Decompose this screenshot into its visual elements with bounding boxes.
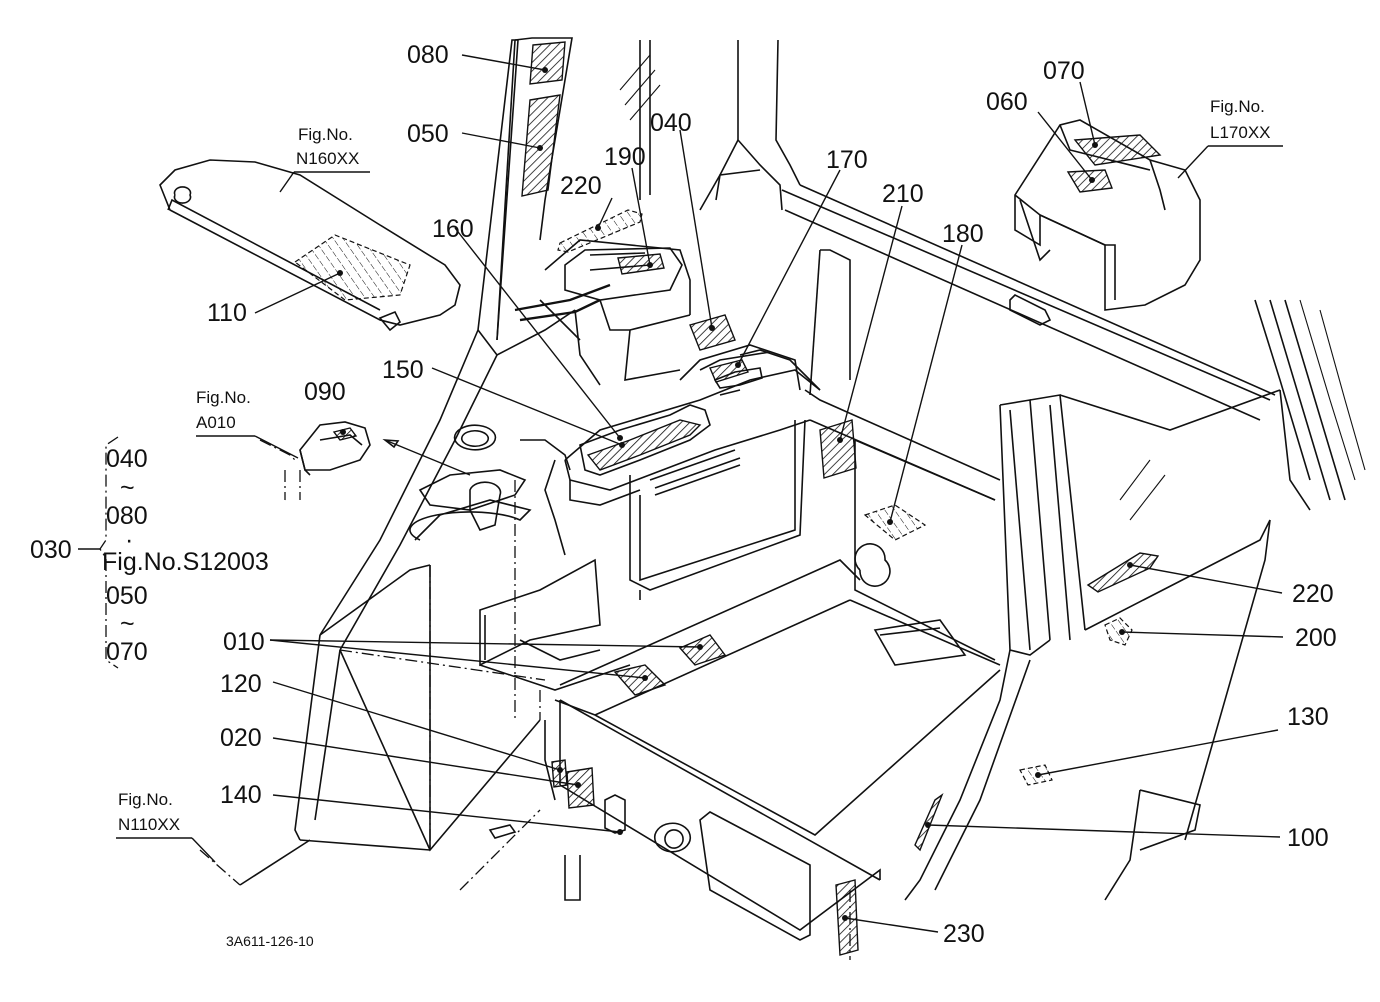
group-030-line-4: · xyxy=(125,526,133,554)
decal-220-top xyxy=(557,209,643,253)
group-030-line-1: 040 xyxy=(106,445,148,473)
fig-ref-caption: Fig.No. xyxy=(1210,97,1265,116)
roof-cover-assembly xyxy=(1014,119,1201,311)
part-label-220: 220 xyxy=(560,172,602,200)
decal-120 xyxy=(551,759,568,788)
part-label-140: 140 xyxy=(220,781,262,809)
part-label-190: 190 xyxy=(604,143,646,171)
part-label-040: 040 xyxy=(650,109,692,137)
cab-line-art xyxy=(199,37,1366,960)
decal-020 xyxy=(566,767,595,809)
decal-190 xyxy=(617,253,665,275)
part-label-160: 160 xyxy=(432,215,474,243)
fig-ref-number: N160XX xyxy=(296,149,359,168)
part-label-090: 090 xyxy=(304,378,346,406)
fig-ref-number: N110XX xyxy=(118,815,180,834)
decal-180 xyxy=(863,504,927,541)
decal-010-b xyxy=(613,664,667,696)
part-label-230: 230 xyxy=(943,920,985,948)
sun-visor-assembly xyxy=(159,159,461,332)
group-030-line-8: 070 xyxy=(106,638,148,666)
decal-200 xyxy=(1104,617,1133,646)
part-label-010: 010 xyxy=(223,628,265,656)
part-label-200: 200 xyxy=(1295,624,1337,652)
fig-ref-caption: Fig.No. xyxy=(118,790,173,809)
fig-ref-number: A010 xyxy=(196,413,236,432)
decal-labels xyxy=(521,41,1162,956)
part-label-080: 080 xyxy=(407,41,449,69)
figure-reference-n160xx: Fig.No. N160XX xyxy=(279,125,370,193)
decal-220-right xyxy=(1086,552,1160,593)
figure-reference-n110xx: Fig.No. N110XX xyxy=(116,790,216,863)
part-label-210: 210 xyxy=(882,180,924,208)
fig-ref-number: L170XX xyxy=(1210,123,1271,142)
decal-070 xyxy=(1073,134,1162,166)
part-label-070: 070 xyxy=(1043,57,1085,85)
part-label-060: 060 xyxy=(986,88,1028,116)
fig-ref-caption: Fig.No. xyxy=(196,388,251,407)
dome-light-assembly xyxy=(299,421,371,476)
part-label-110: 110 xyxy=(207,299,247,327)
part-label-170: 170 xyxy=(826,146,868,174)
drawing-code: 3A611-126-10 xyxy=(226,933,314,949)
group-030-line-5: Fig.No.S12003 xyxy=(102,548,269,576)
part-label-120: 120 xyxy=(220,670,262,698)
part-label-050: 050 xyxy=(407,120,449,148)
part-label-180: 180 xyxy=(942,220,984,248)
group-030-line-3: 080 xyxy=(106,502,148,530)
decal-010-a xyxy=(678,634,727,666)
decal-040 xyxy=(689,314,736,351)
decal-080 xyxy=(529,41,566,85)
part-label-150: 150 xyxy=(382,356,424,384)
figure-reference-l170xx: Fig.No. L170XX xyxy=(1177,97,1283,179)
group-030-label: 030 xyxy=(30,536,72,564)
part-label-220-right: 220 xyxy=(1292,580,1334,608)
leader-lines xyxy=(78,54,1284,933)
part-label-020: 020 xyxy=(220,724,262,752)
group-030-line-7: ~ xyxy=(120,610,135,638)
group-030-line-6: 050 xyxy=(106,582,148,610)
fig-ref-caption: Fig.No. xyxy=(298,125,353,144)
part-label-130: 130 xyxy=(1287,703,1329,731)
part-number-labels: 080 050 040 190 220 160 170 210 180 070 … xyxy=(207,41,1337,948)
group-030-line-2: ~ xyxy=(120,474,135,502)
group-030-bracket: 030 040 ~ 080 · Fig.No.S12003 050 ~ 070 xyxy=(30,436,269,669)
decal-210 xyxy=(819,419,857,479)
decal-170 xyxy=(709,359,749,383)
figure-reference-a010: Fig.No. A010 xyxy=(196,388,299,459)
leader-dots xyxy=(337,67,1133,921)
part-label-100: 100 xyxy=(1287,824,1329,852)
